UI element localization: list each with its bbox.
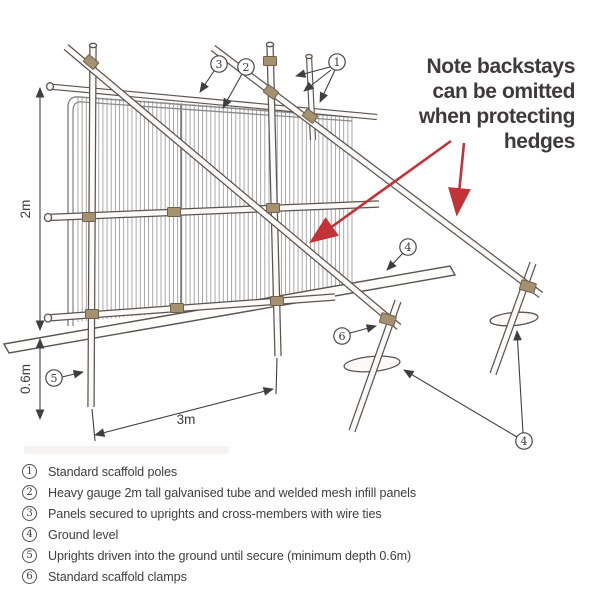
callout-1: 1 — [295, 53, 346, 103]
legend-item-text: Standard scaffold clamps — [48, 569, 187, 584]
clamp — [519, 279, 537, 294]
dimension-2m-label: 2m — [18, 200, 33, 219]
ground-level-board — [2, 265, 457, 354]
dimension-3m: 3m — [91, 357, 278, 442]
callout-4-discs: 4 — [403, 330, 533, 450]
legend: 1 Standard scaffold poles 2 Heavy gauge … — [22, 461, 416, 587]
clamp — [263, 84, 279, 100]
clamp — [82, 212, 96, 222]
red-arrow-rear-backstay — [448, 142, 471, 217]
clamp — [263, 56, 277, 66]
callout-6: 6 — [333, 324, 377, 345]
dimension-0-6m: 0.6m — [18, 338, 45, 420]
clamp — [83, 54, 99, 70]
scaffold-clamps — [82, 54, 537, 327]
legend-item-3: 3 Panels secured to uprights and cross-m… — [22, 503, 416, 524]
legend-item-text: Panels secured to uprights and cross-mem… — [48, 506, 382, 521]
note-line-2: can be omitted — [432, 80, 575, 103]
legend-item-text: Ground level — [48, 527, 119, 542]
upright-left — [87, 42, 98, 408]
legend-number-badge: 2 — [22, 485, 37, 500]
svg-text:6: 6 — [339, 330, 346, 343]
svg-text:4: 4 — [521, 435, 528, 448]
legend-number-badge: 1 — [22, 464, 37, 479]
legend-item-text: Standard scaffold poles — [48, 464, 178, 479]
legend-item-text: Uprights driven into the ground until se… — [48, 548, 412, 563]
clamp — [270, 296, 284, 306]
clamp — [302, 108, 318, 124]
legend-item-text: Heavy gauge 2m tall galvanised tube and … — [48, 485, 417, 500]
top-rail — [45, 82, 378, 121]
svg-text:1: 1 — [334, 56, 341, 69]
legend-item-2: 2 Heavy gauge 2m tall galvanised tube an… — [22, 482, 416, 503]
dimension-3m-label: 3m — [177, 412, 196, 427]
callout-2: 2 — [222, 58, 255, 109]
callout-5: 5 — [45, 369, 84, 387]
legend-number-badge: 5 — [22, 548, 37, 563]
note-line-3: when protecting — [418, 105, 575, 128]
clamp — [379, 312, 397, 327]
red-arrow-front-backstay — [309, 139, 452, 244]
panel-frame — [67, 96, 353, 326]
clamp — [266, 203, 280, 213]
clamp — [170, 303, 184, 313]
backstay-front — [63, 44, 402, 330]
svg-text:3: 3 — [216, 58, 223, 71]
clamp — [85, 309, 99, 319]
dimension-0-6m-label: 0.6m — [18, 364, 33, 394]
middle-rail — [43, 200, 380, 223]
legend-item-6: 6 Standard scaffold clamps — [22, 566, 416, 587]
legend-number-badge: 3 — [22, 506, 37, 521]
svg-text:5: 5 — [51, 372, 58, 385]
clamp — [167, 207, 181, 217]
scan-smudge — [24, 446, 229, 454]
note-line-4: hedges — [504, 130, 575, 153]
note-line-1: Note backstays — [427, 55, 575, 78]
legend-number-badge: 4 — [22, 527, 37, 542]
callout-4-board: 4 — [386, 238, 417, 271]
upright-stub — [305, 53, 317, 141]
dimension-2m: 2m — [18, 87, 45, 331]
legend-item-4: 4 Ground level — [22, 524, 416, 545]
legend-item-1: 1 Standard scaffold poles — [22, 461, 416, 482]
svg-text:2: 2 — [243, 61, 250, 74]
callout-3: 3 — [199, 55, 228, 93]
svg-text:4: 4 — [405, 241, 412, 254]
legend-number-badge: 6 — [22, 569, 37, 584]
legend-item-5: 5 Uprights driven into the ground until … — [22, 545, 416, 566]
note-text: Note backstays can be omitted when prote… — [418, 55, 576, 153]
